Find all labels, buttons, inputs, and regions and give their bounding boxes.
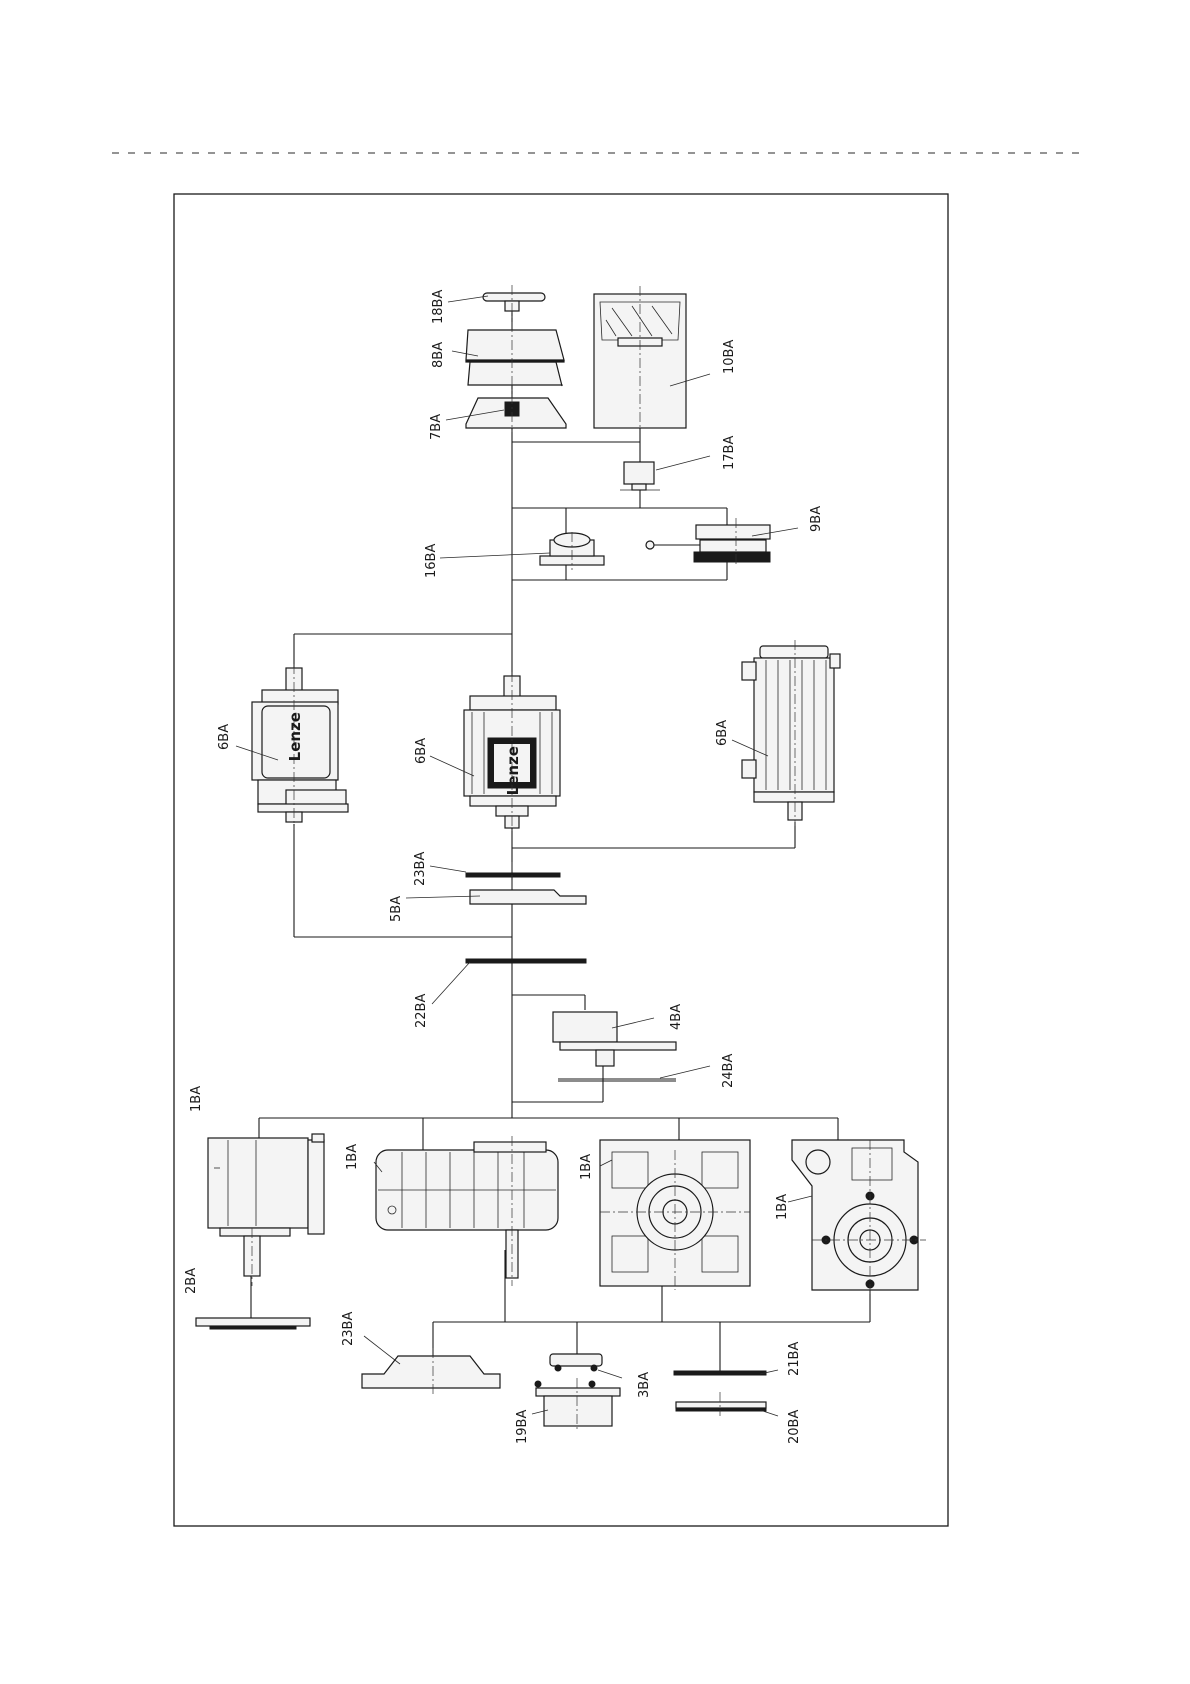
part-6BA-motor-left: Lenze <box>252 664 348 830</box>
label-6BA-right: 6BA <box>715 720 730 746</box>
label-1BA-gearbox-4: 1BA <box>775 1194 790 1220</box>
label-2BA: 2BA <box>184 1268 199 1294</box>
part-23BA-cover <box>362 1348 500 1396</box>
part-1BA-gearbox-2 <box>376 1136 558 1286</box>
part-7BA-fan <box>466 394 566 432</box>
part-3BA-cap <box>550 1354 602 1371</box>
label-17BA: 17BA <box>722 436 737 470</box>
lenze-logo-center: Lenze <box>504 746 522 795</box>
part-19BA-housing-cover <box>535 1378 620 1432</box>
part-2BA-flange <box>196 1318 310 1329</box>
part-17BA-encoder <box>620 462 660 490</box>
part-22BA-seal <box>466 959 586 963</box>
part-10BA-housing <box>594 286 686 430</box>
label-9BA: 9BA <box>809 506 824 532</box>
part-6BA-motor-center: Lenze <box>464 672 560 832</box>
label-3BA: 3BA <box>637 1372 652 1398</box>
part-8BA-fan-cover <box>466 322 564 392</box>
part-24BA-gasket <box>558 1079 676 1081</box>
label-19BA: 19BA <box>515 1410 530 1444</box>
lenze-logo-left: Lenze <box>286 712 304 761</box>
part-23BA-seal-upper <box>466 862 560 890</box>
part-16BA-tacho <box>540 532 604 570</box>
label-22BA: 22BA <box>414 994 429 1028</box>
part-1BA-gearbox-3 <box>600 1140 750 1290</box>
part-5BA-flange-plate <box>470 890 586 904</box>
part-18BA-handwheel <box>483 285 545 318</box>
part-4BA-adapter <box>553 1012 676 1066</box>
part-9BA-brake <box>646 518 770 566</box>
part-1BA-gearbox-4 <box>792 1140 926 1296</box>
label-18BA: 18BA <box>431 290 446 324</box>
label-20BA: 20BA <box>787 1410 802 1444</box>
label-4BA: 4BA <box>669 1004 684 1030</box>
part-1BA-gearbox-1 <box>208 1134 324 1286</box>
label-8BA: 8BA <box>431 342 446 368</box>
label-5BA: 5BA <box>389 896 404 922</box>
label-1BA-gearbox-1: 1BA <box>189 1086 204 1112</box>
label-23BA-lower: 23BA <box>341 1312 356 1346</box>
label-21BA: 21BA <box>787 1342 802 1376</box>
part-20BA-cover-disc <box>676 1392 766 1416</box>
label-7BA: 7BA <box>429 414 444 440</box>
label-1BA-gearbox-3: 1BA <box>579 1154 594 1180</box>
part-6BA-motor-right <box>742 640 840 826</box>
part-21BA-seal <box>674 1371 766 1375</box>
label-1BA-gearbox-2: 1BA <box>345 1144 360 1170</box>
label-6BA-left: 6BA <box>217 724 232 750</box>
label-16BA: 16BA <box>424 544 439 578</box>
label-6BA-center: 6BA <box>414 738 429 764</box>
label-24BA: 24BA <box>721 1054 736 1088</box>
label-10BA: 10BA <box>722 340 737 374</box>
label-23BA-upper: 23BA <box>413 852 428 886</box>
